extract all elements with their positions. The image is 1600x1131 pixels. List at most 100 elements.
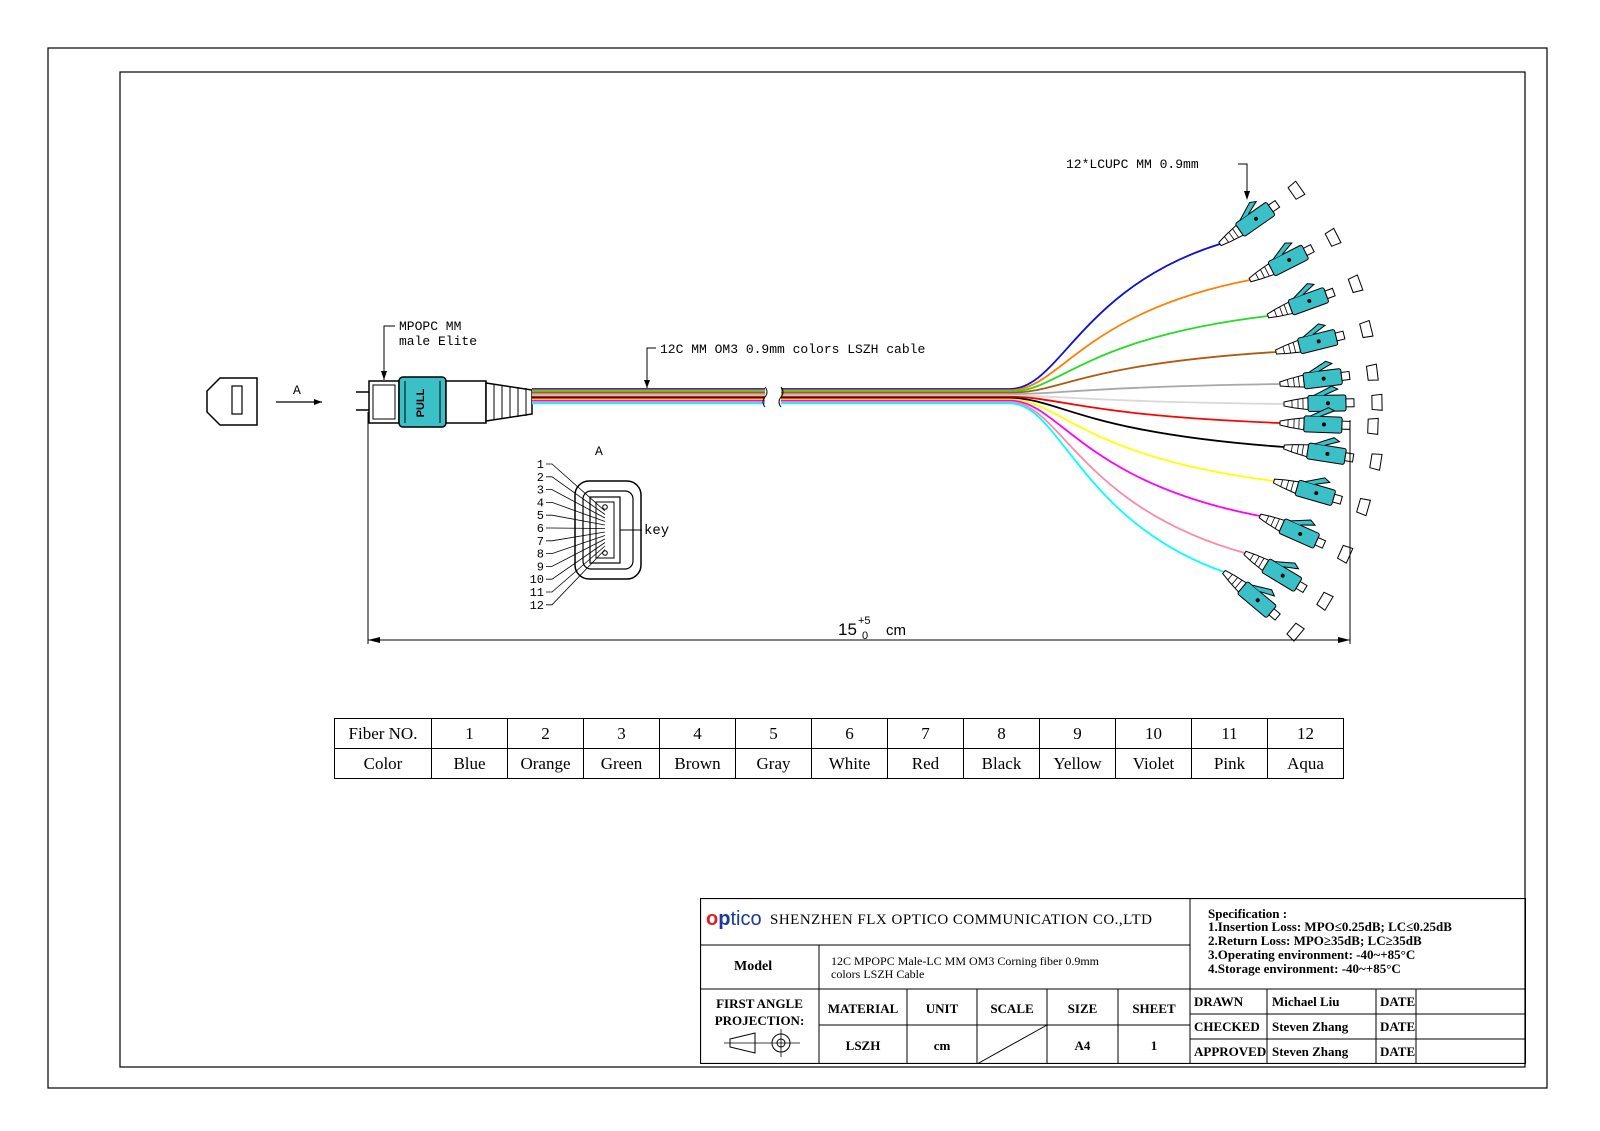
material-value: LSZH xyxy=(845,1038,881,1053)
pin-leader xyxy=(546,542,606,580)
pin-leader xyxy=(546,489,606,519)
pin-number: 10 xyxy=(530,573,544,587)
model-value-line2: colors LSZH Cable xyxy=(831,967,925,981)
fiber-color: Black xyxy=(963,748,1040,779)
fiber-number-row: Fiber NO. 1 2 3 4 5 6 7 8 9 10 11 12 xyxy=(334,718,1344,749)
pin-number: 12 xyxy=(530,599,544,613)
mpo-connector: PULL xyxy=(356,376,533,428)
view-arrow: A xyxy=(276,383,322,405)
pin-leader xyxy=(546,531,606,542)
key-label: key xyxy=(644,523,669,539)
checked-label: CHECKED xyxy=(1194,1019,1260,1034)
lc-connector xyxy=(1283,437,1383,471)
first-angle-projection-symbol xyxy=(724,1029,800,1057)
pin-leader xyxy=(546,527,606,529)
pin-number: 8 xyxy=(537,548,544,562)
end-view-shape xyxy=(206,377,258,426)
pin-leader xyxy=(546,549,606,606)
size-value: A4 xyxy=(1074,1038,1091,1053)
fiber-color: Pink xyxy=(1191,748,1268,779)
cable-break-mark xyxy=(778,386,784,408)
color-header: Color xyxy=(334,748,432,779)
fanned-fiber xyxy=(1009,399,1261,517)
fiber-number: 6 xyxy=(811,718,888,749)
pin-leader xyxy=(546,538,606,567)
sheet-label: SHEET xyxy=(1132,1001,1176,1016)
fiber-number: 1 xyxy=(431,718,508,749)
cable-callout: 12C MM OM3 0.9mm colors LSZH cable xyxy=(646,342,925,388)
mpo-label-line1: MPOPC MM xyxy=(399,319,461,334)
sheet-value: 1 xyxy=(1150,1038,1158,1053)
lc-connector xyxy=(1243,550,1334,612)
lc-connector xyxy=(1218,180,1306,247)
logo-p: p xyxy=(718,908,731,930)
lc-connector xyxy=(1279,360,1379,390)
mpo-callout: MPOPC MM male Elite xyxy=(381,319,477,380)
approved-name: Steven Zhang xyxy=(1272,1044,1349,1059)
model-value-line1: 12C MPOPC Male-LC MM OM3 Corning fiber 0… xyxy=(831,954,1100,968)
pin-number: 2 xyxy=(537,471,544,485)
fiber-color-row: Color Blue Orange Green Brown Gray White… xyxy=(334,748,1344,779)
fiber-color: Green xyxy=(583,748,660,779)
fiber-color: Gray xyxy=(735,748,812,779)
fanned-fiber xyxy=(1009,394,1285,405)
lc-connector xyxy=(1272,477,1372,517)
pin-leader xyxy=(546,545,606,593)
fanned-fiber xyxy=(1009,401,1246,554)
date-label: DATE xyxy=(1380,1044,1416,1059)
fiber-color: Blue xyxy=(431,748,508,779)
fiber-number: 4 xyxy=(659,718,736,749)
fiber-number: 9 xyxy=(1039,718,1116,749)
lc-connector xyxy=(1283,385,1383,413)
pin-leader xyxy=(546,463,606,512)
view-arrow-label: A xyxy=(293,383,301,398)
projection-line2: PROJECTION: xyxy=(714,1013,805,1028)
checked-name: Steven Zhang xyxy=(1272,1019,1349,1034)
company-name: SHENZHEN FLX OPTICO COMMUNICATION CO.,LT… xyxy=(770,912,1153,928)
fiber-number: 12 xyxy=(1267,718,1344,749)
company-logo: optico xyxy=(706,908,762,931)
spec-line: 2.Return Loss: MPO≥35dB; LC≥35dB xyxy=(1208,933,1422,948)
length-dimension: 15 +5 0 cm xyxy=(367,412,1351,644)
fiber-color: Brown xyxy=(659,748,736,779)
pin-number: 5 xyxy=(537,509,544,523)
inner-border xyxy=(119,71,1526,1068)
fiber-number: 2 xyxy=(507,718,584,749)
fiber-color: White xyxy=(811,748,888,779)
outer-border xyxy=(47,47,1548,1089)
date-label: DATE xyxy=(1380,994,1416,1009)
fiber-number: 5 xyxy=(735,718,812,749)
view-a-title: A xyxy=(595,444,603,459)
pin-number: 6 xyxy=(537,522,544,536)
scale-label: SCALE xyxy=(990,1001,1034,1016)
length-tolerance-upper: +5 xyxy=(858,615,871,627)
pin-leader xyxy=(546,476,606,515)
pin-number: 11 xyxy=(530,586,544,600)
fiber-color: Orange xyxy=(507,748,584,779)
fiber-number: 8 xyxy=(963,718,1040,749)
fanned-fiber xyxy=(1009,243,1221,390)
size-label: SIZE xyxy=(1067,1001,1098,1016)
fanned-fiber xyxy=(1009,315,1269,393)
pin-leader xyxy=(546,514,606,526)
pin-leader xyxy=(546,535,606,554)
title-block-grid xyxy=(700,898,1526,1064)
strain-relief xyxy=(485,382,533,422)
cable-break-mark xyxy=(762,386,768,408)
lc-connector xyxy=(1279,407,1379,435)
unit-value: cm xyxy=(933,1038,951,1053)
unit-label: UNIT xyxy=(925,1001,959,1016)
drawn-label: DRAWN xyxy=(1194,994,1244,1009)
lc-callout: 12*LCUPC MM 0.9mm xyxy=(1066,157,1250,200)
logo-o: o xyxy=(706,908,719,930)
fanned-fiber xyxy=(1009,351,1277,394)
lc-connector xyxy=(1274,319,1374,355)
pin-number: 3 xyxy=(537,484,544,498)
pin-number: 4 xyxy=(537,496,544,510)
fiber-color: Red xyxy=(887,748,964,779)
fiber-number: 3 xyxy=(583,718,660,749)
lc-connector xyxy=(1222,569,1305,642)
fiber-fanout xyxy=(1009,243,1285,573)
